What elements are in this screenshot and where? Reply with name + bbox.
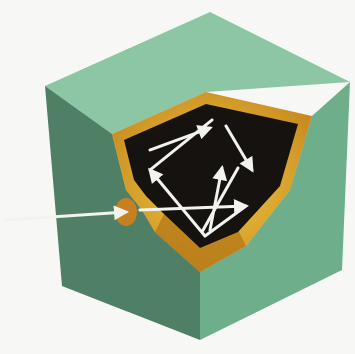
cavity-diagram <box>0 0 355 354</box>
cube-cutaway-figure <box>0 0 355 354</box>
